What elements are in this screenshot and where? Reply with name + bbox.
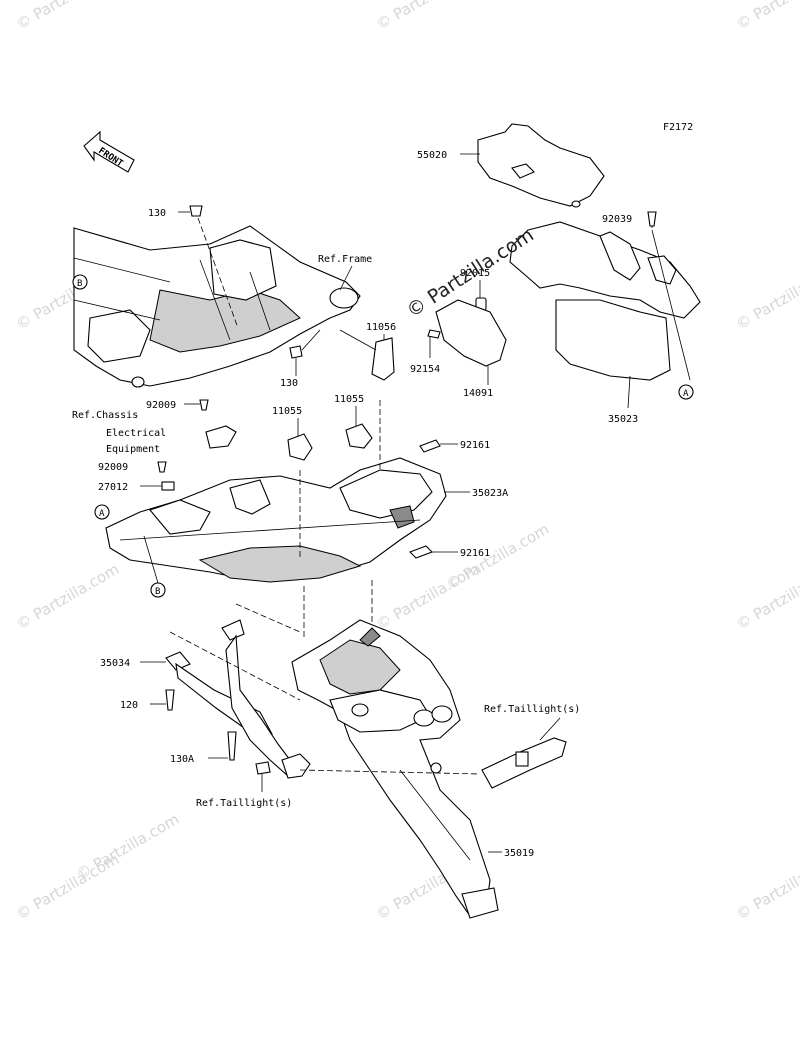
part-label-92161-a: 92161	[460, 440, 490, 451]
front-arrow-icon: FRONT	[83, 130, 135, 173]
ref-chassis-2: Electrical	[106, 428, 166, 439]
marker-a-right	[678, 384, 694, 400]
part-label-92015: 92015	[460, 268, 490, 279]
part-11055-clamp-b	[345, 423, 373, 449]
taillight-bracket	[481, 737, 567, 789]
part-92154-screw	[427, 329, 441, 339]
frame-assembly	[73, 225, 361, 388]
part-35023-tray	[509, 221, 701, 381]
part-92161-pad-b	[409, 545, 433, 559]
part-35023A-undertray	[105, 457, 447, 583]
watermark: © Partzilla.com	[733, 850, 800, 923]
marker-a-label: A	[683, 389, 689, 399]
part-35019-rear-fender	[291, 619, 499, 919]
figure-code: F2172	[663, 122, 693, 133]
part-35034-stay	[165, 619, 311, 779]
ref-taillight-right: Ref.Taillight(s)	[484, 704, 580, 715]
part-120-bolt	[165, 689, 175, 711]
ref-taillight-left: Ref.Taillight(s)	[196, 798, 292, 809]
part-label-92161-b: 92161	[460, 548, 490, 559]
part-11055-clamp-a	[287, 433, 313, 461]
part-label-130-top: 130	[148, 208, 166, 219]
part-label-55020: 55020	[417, 150, 447, 161]
part-11056-bracket	[371, 337, 395, 381]
ref-frame: Ref.Frame	[318, 254, 372, 265]
part-130-bolt-top	[189, 205, 203, 217]
watermark: © Partzilla.com	[733, 0, 800, 33]
part-14091-cover	[435, 299, 507, 367]
part-27012-clip	[161, 481, 175, 491]
part-label-92009-a: 92009	[146, 400, 176, 411]
ref-chassis-3: Equipment	[106, 444, 160, 455]
part-label-11055-b: 11055	[334, 394, 364, 405]
part-92161-pad-a	[419, 439, 441, 453]
part-130-bolt-mid	[289, 345, 303, 359]
part-label-27012: 27012	[98, 482, 128, 493]
watermark: © Partzilla.com	[13, 560, 122, 633]
marker-b-top	[72, 274, 88, 290]
part-label-92154: 92154	[410, 364, 440, 375]
marker-a-label: A	[99, 509, 105, 519]
watermark: © Partzilla.com	[733, 260, 800, 333]
part-label-14091: 14091	[463, 388, 493, 399]
part-92009-clip-a	[199, 399, 209, 411]
part-label-130-mid: 130	[280, 378, 298, 389]
part-label-92039: 92039	[602, 214, 632, 225]
part-92009-clip-b	[157, 461, 167, 473]
marker-b-label: B	[155, 587, 160, 597]
marker-b-label: B	[77, 279, 82, 289]
marker-a-left	[94, 504, 110, 520]
watermark: © Partzilla.com	[733, 560, 800, 633]
part-label-35023A: 35023A	[472, 488, 508, 499]
part-label-120: 120	[120, 700, 138, 711]
part-label-35034: 35034	[100, 658, 130, 669]
ref-chassis-1: Ref.Chassis	[72, 410, 138, 421]
part-label-11055-a: 11055	[272, 406, 302, 417]
watermark: © Partzilla.com	[373, 0, 482, 33]
watermark: © Partzilla.com	[13, 0, 122, 33]
part-55020-cover	[477, 123, 605, 208]
part-clamp-92009	[205, 425, 237, 449]
bolt-icon	[255, 761, 271, 775]
part-130A-bolt	[227, 731, 237, 761]
part-label-35019: 35019	[504, 848, 534, 859]
part-label-11056: 11056	[366, 322, 396, 333]
part-label-35023: 35023	[608, 414, 638, 425]
part-label-130A: 130A	[170, 754, 194, 765]
watermark: © Partzilla.com	[73, 810, 182, 883]
part-label-92009-b: 92009	[98, 462, 128, 473]
